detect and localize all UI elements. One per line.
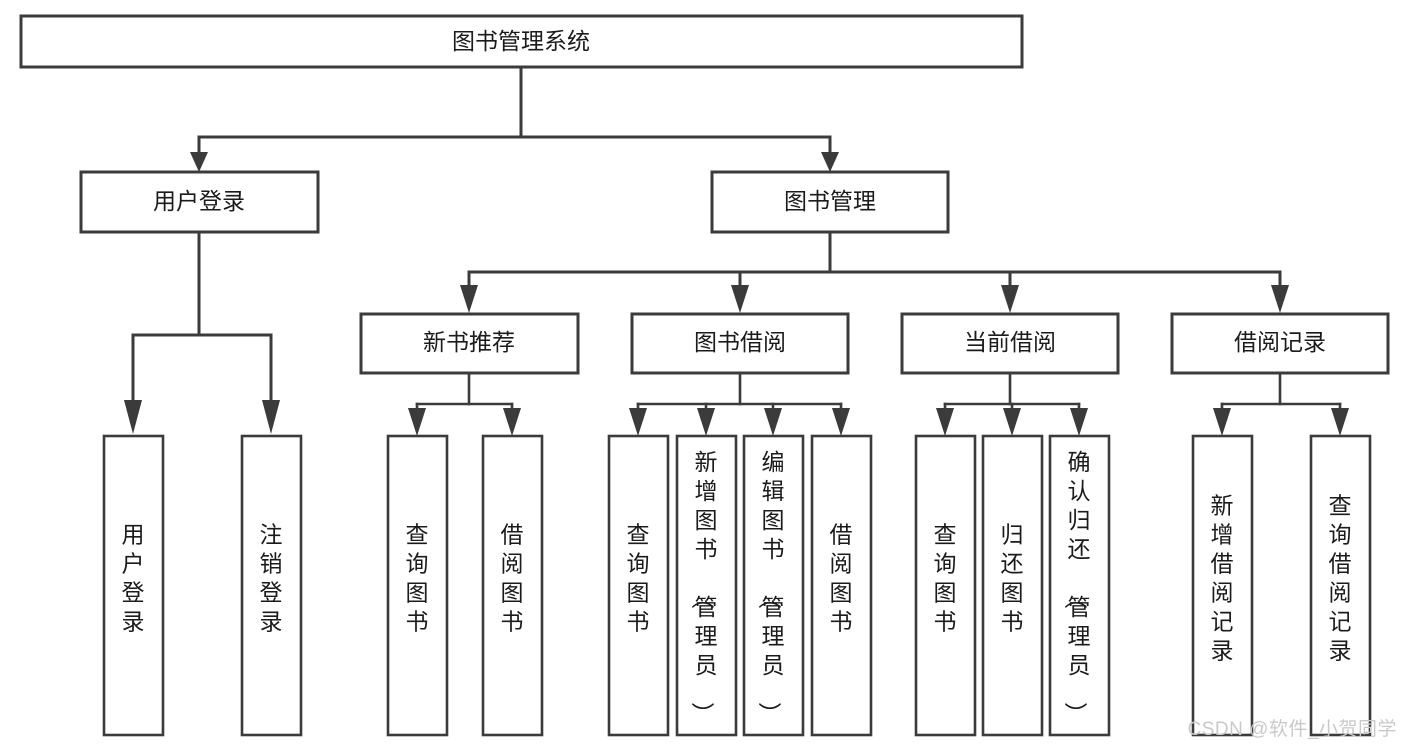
node-current-borrow-rect[interactable]	[900, 312, 1120, 375]
arrow-leaf-add-book	[697, 408, 715, 436]
leaf-logout-label: 注销登录	[260, 522, 283, 635]
leaf-confirm-return-admin-rect[interactable]	[1048, 434, 1111, 737]
leaf-query-borrow-record[interactable]: 查询借阅记录	[1309, 434, 1372, 737]
leaf-add-book-admin-label: 新增图书（管理员）	[690, 449, 718, 725]
csdn-watermark: CSDN @软件_小贺同学	[1187, 719, 1397, 740]
node-user-login-rect[interactable]	[79, 170, 320, 234]
leaf-borrow-book-newbook[interactable]: 借阅图书	[481, 434, 544, 737]
node-user-login[interactable]: 用户登录	[79, 170, 320, 234]
arrow-leaf-logout	[262, 400, 280, 434]
arrow-to-borrow-record	[1271, 285, 1289, 313]
node-root-rect[interactable]	[19, 14, 1024, 69]
leaf-confirm-return-admin-label: 确认归还（管理员）	[1063, 449, 1091, 725]
arrow-to-new-book-rec	[460, 285, 478, 313]
node-current-borrow-label: 当前借阅	[964, 329, 1056, 355]
leaf-edit-book-admin-rect[interactable]	[742, 434, 805, 737]
arrow-leaf-query-book-c	[936, 408, 954, 436]
leaf-borrow-book-borrow-label: 借阅图书	[830, 522, 853, 635]
arrow-to-book-borrow	[731, 285, 749, 313]
leaf-borrow-book-borrow[interactable]: 借阅图书	[810, 434, 873, 737]
node-new-book-recommend[interactable]: 新书推荐	[359, 312, 580, 375]
edges-group	[124, 65, 1349, 436]
node-new-book-recommend-label: 新书推荐	[423, 329, 515, 355]
arrow-leaf-query-book-b	[629, 408, 647, 436]
leaf-add-book-admin-rect[interactable]	[675, 434, 738, 737]
arrow-leaf-query-book-a	[408, 408, 426, 436]
leaf-return-book[interactable]: 归还图书	[981, 434, 1044, 737]
leaf-user-login[interactable]: 用户登录	[102, 434, 165, 737]
node-book-borrow[interactable]: 图书借阅	[630, 312, 850, 375]
leaf-return-book-label: 归还图书	[1001, 522, 1024, 635]
arrow-to-current-borrow	[1001, 285, 1019, 313]
leaf-user-login-label: 用户登录	[122, 522, 145, 635]
leaf-query-book-borrow-label: 查询图书	[627, 522, 650, 635]
node-book-borrow-rect[interactable]	[630, 312, 850, 375]
leaf-add-borrow-record-label: 新增借阅记录	[1211, 493, 1234, 664]
node-borrow-record-rect[interactable]	[1170, 312, 1390, 375]
leaf-confirm-return-admin[interactable]: 确认归还（管理员）	[1048, 434, 1111, 737]
leaf-add-borrow-record[interactable]: 新增借阅记录	[1191, 434, 1254, 737]
arrow-leaf-add-record	[1213, 408, 1231, 436]
leaf-query-book-current-rect[interactable]	[914, 434, 977, 737]
leaf-add-book-admin[interactable]: 新增图书（管理员）	[675, 434, 738, 737]
leaf-logout[interactable]: 注销登录	[240, 434, 303, 737]
node-book-management[interactable]: 图书管理	[710, 170, 950, 234]
leaf-query-borrow-record-label: 查询借阅记录	[1329, 493, 1352, 664]
node-book-borrow-label: 图书借阅	[694, 329, 786, 355]
leaf-query-book-newbook-rect[interactable]	[386, 434, 449, 737]
arrow-leaf-edit-book	[764, 408, 782, 436]
arrow-leaf-borrow-book-a	[503, 408, 521, 436]
arrow-to-user-login	[190, 152, 208, 172]
leaf-query-book-current-label: 查询图书	[934, 522, 957, 635]
node-root[interactable]: 图书管理系统	[19, 14, 1024, 69]
arrow-to-book-mgmt	[821, 152, 839, 172]
leaf-query-book-newbook[interactable]: 查询图书	[386, 434, 449, 737]
leaf-query-borrow-record-rect[interactable]	[1309, 434, 1372, 737]
leaf-query-book-current[interactable]: 查询图书	[914, 434, 977, 737]
node-borrow-record-label: 借阅记录	[1234, 329, 1326, 355]
leaf-query-book-newbook-label: 查询图书	[406, 522, 429, 635]
arrow-leaf-query-record	[1331, 408, 1349, 436]
node-root-label: 图书管理系统	[452, 28, 590, 54]
leaf-borrow-book-borrow-rect[interactable]	[810, 434, 873, 737]
leaf-borrow-book-newbook-label: 借阅图书	[501, 522, 524, 635]
arrow-leaf-user-login	[124, 400, 142, 434]
node-book-management-rect[interactable]	[710, 170, 950, 234]
node-borrow-record[interactable]: 借阅记录	[1170, 312, 1390, 375]
arrow-leaf-borrow-book-b	[832, 408, 850, 436]
node-user-login-label: 用户登录	[153, 188, 245, 214]
leaf-query-book-borrow[interactable]: 查询图书	[607, 434, 670, 737]
leaf-query-book-borrow-rect[interactable]	[607, 434, 670, 737]
arrow-leaf-confirm-return	[1070, 408, 1088, 436]
leaf-logout-rect[interactable]	[240, 434, 303, 737]
leaf-add-borrow-record-rect[interactable]	[1191, 434, 1254, 737]
leaf-user-login-rect[interactable]	[102, 434, 165, 737]
leaf-edit-book-admin-label: 编辑图书（管理员）	[757, 449, 785, 725]
leaf-edit-book-admin[interactable]: 编辑图书（管理员）	[742, 434, 805, 737]
leaf-return-book-rect[interactable]	[981, 434, 1044, 737]
node-new-book-recommend-rect[interactable]	[359, 312, 580, 375]
node-book-management-label: 图书管理	[784, 188, 876, 214]
node-current-borrow[interactable]: 当前借阅	[900, 312, 1120, 375]
arrow-leaf-return-book	[1003, 408, 1021, 436]
leaf-borrow-book-newbook-rect[interactable]	[481, 434, 544, 737]
